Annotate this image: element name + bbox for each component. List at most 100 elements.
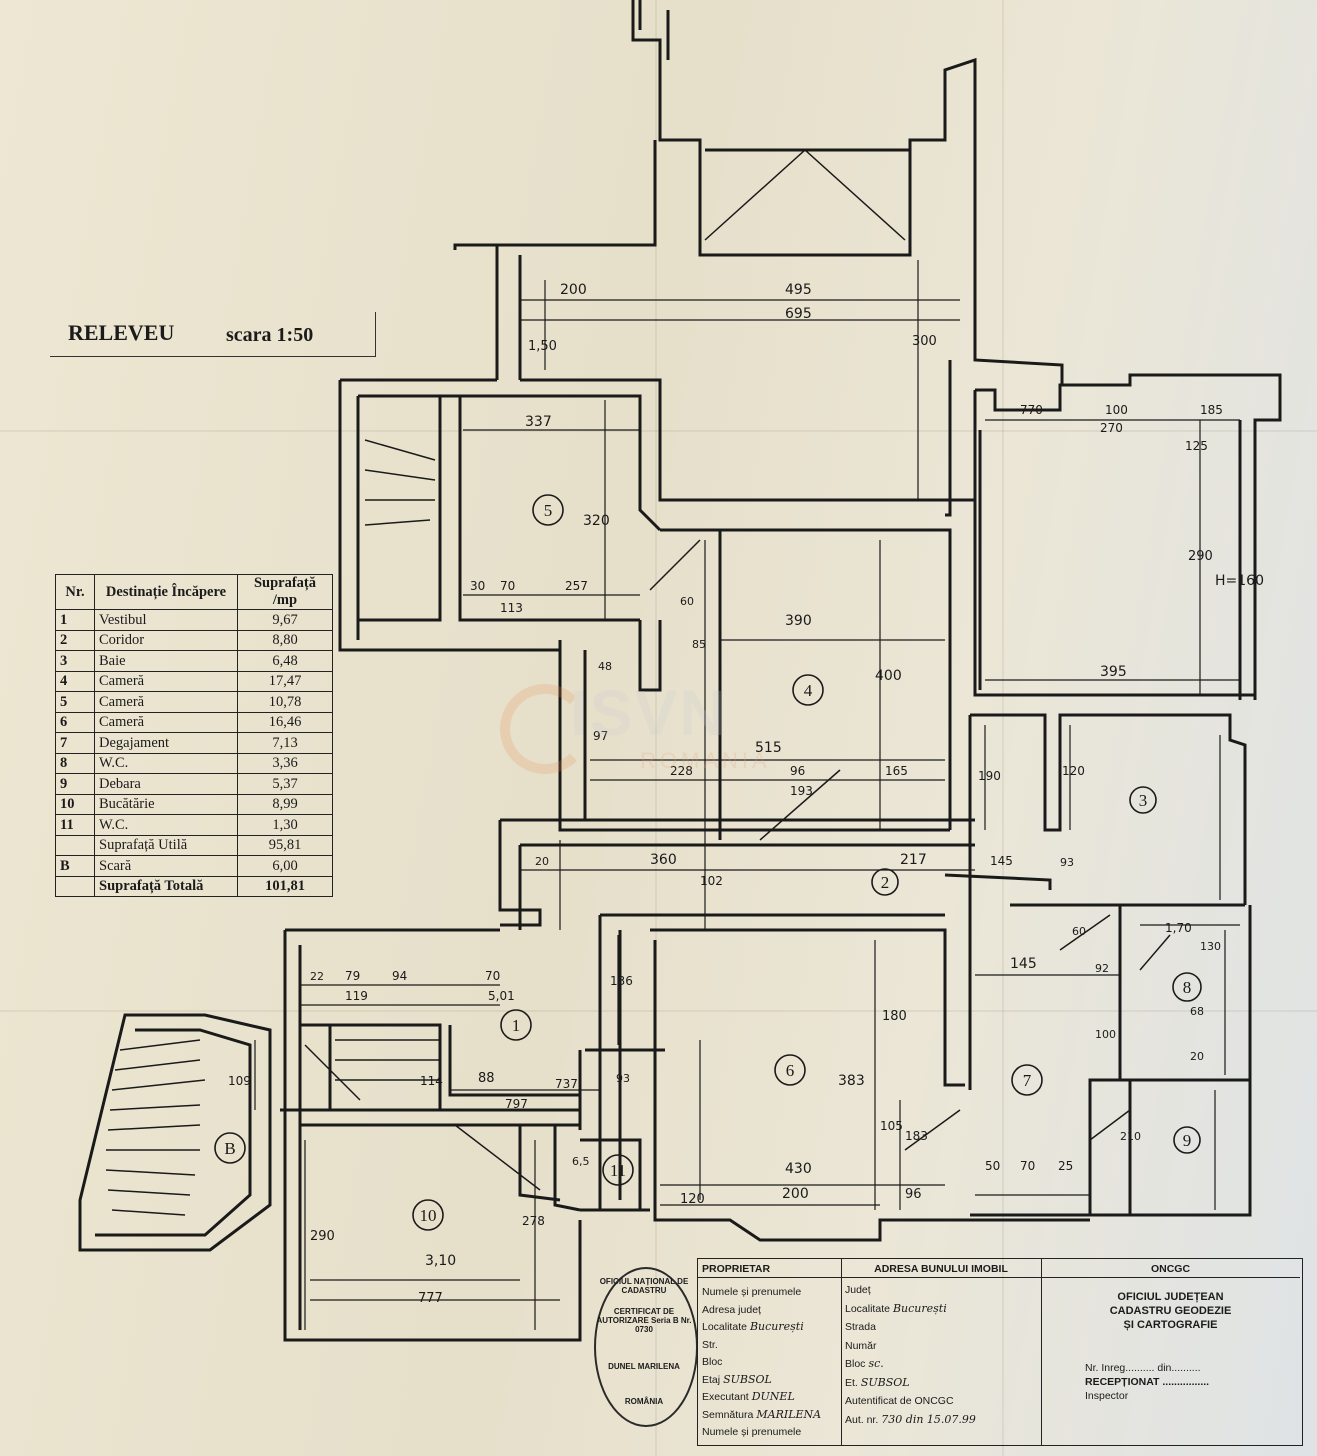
- dim-label: 165: [885, 764, 908, 778]
- dim-label: 383: [838, 1073, 865, 1089]
- info-label: Număr: [845, 1339, 877, 1352]
- stamp-text-name: DUNEL MARILENA: [608, 1362, 680, 1371]
- dim-label: 30: [470, 579, 485, 593]
- dim-label: 737: [555, 1077, 578, 1091]
- office-line-1: OFICIUL JUDEȚEAN: [1117, 1291, 1224, 1303]
- inspector-label: Inspector: [1085, 1390, 1129, 1402]
- dim-label: 125: [1185, 439, 1208, 453]
- dim-label: 290: [310, 1229, 335, 1244]
- info-label: Semnătura: [702, 1408, 754, 1421]
- room-label-5: 5: [544, 501, 553, 520]
- info-label: Etaj: [702, 1373, 721, 1386]
- dim-label: 119: [345, 989, 368, 1003]
- row-destination: W.C.: [94, 752, 238, 774]
- owner-header: PROPRIETAR: [698, 1259, 841, 1278]
- row-destination: Cameră: [94, 711, 238, 733]
- info-row: Numele și prenumele: [702, 1285, 804, 1298]
- info-label: Localitate: [702, 1321, 747, 1333]
- dim-label: 193: [790, 784, 813, 798]
- dim-label: 515: [755, 740, 782, 756]
- dim-label: 130: [1200, 940, 1221, 953]
- info-label: Str.: [702, 1338, 718, 1351]
- dim-label: 93: [1060, 856, 1074, 869]
- dim-label: 495: [785, 282, 812, 298]
- room-label-9: 9: [1183, 1131, 1192, 1150]
- info-row: Str.: [702, 1338, 721, 1351]
- dim-label: 70: [500, 579, 515, 593]
- dim-label: 270: [1100, 421, 1123, 435]
- dim-label: 190: [978, 769, 1001, 783]
- table-header-destination: Destinație Încăpere: [94, 574, 238, 610]
- dim-label: 183: [905, 1129, 928, 1143]
- table-header-area: Suprafață /mp: [237, 574, 333, 610]
- info-row: Număr: [845, 1339, 880, 1352]
- dim-label: 395: [1100, 664, 1127, 680]
- dim-label: 50: [985, 1159, 1000, 1173]
- dim-label: 1,70: [1165, 921, 1192, 935]
- dim-label: 770: [1020, 403, 1043, 417]
- room-label-2: 2: [881, 873, 890, 892]
- room-label-6: 6: [786, 1061, 795, 1080]
- dim-label: 102: [700, 874, 723, 888]
- dim-label: 79: [345, 969, 360, 983]
- info-label: Bloc: [702, 1356, 723, 1368]
- row-area: 7,13: [237, 732, 333, 754]
- dim-label: 390: [785, 613, 812, 629]
- dim-label: 60: [680, 595, 694, 608]
- info-value: București: [749, 1320, 804, 1333]
- oncgc-header: ONCGC: [1041, 1259, 1300, 1278]
- room-label-10: 10: [420, 1206, 437, 1225]
- dim-label: 60: [1072, 925, 1086, 938]
- dim-label: 695: [785, 306, 812, 322]
- info-label: Autentificat de ONCGC: [845, 1395, 954, 1407]
- info-label: Adresa județ: [702, 1303, 761, 1316]
- dim-label: H=160: [1215, 573, 1264, 589]
- dim-label: 70: [1020, 1159, 1035, 1173]
- info-row: Et.SUBSOL: [845, 1376, 910, 1389]
- dim-label: 360: [650, 852, 677, 868]
- room-label-11: 11: [610, 1161, 626, 1180]
- dim-label: 22: [310, 970, 324, 983]
- dim-label: 136: [610, 974, 633, 988]
- info-label: Numele și prenumele: [702, 1426, 802, 1438]
- dim-label: 114: [420, 1074, 443, 1088]
- stair-treads: [105, 439, 440, 1216]
- dim-label: 228: [670, 764, 693, 778]
- row-area: 17,47: [237, 670, 333, 692]
- room-label-3: 3: [1139, 791, 1148, 810]
- row-destination: Suprafață Totală: [94, 875, 238, 897]
- dim-label: 200: [782, 1186, 809, 1202]
- info-label: Județ: [845, 1284, 871, 1296]
- dim-label: 210: [1120, 1130, 1141, 1143]
- row-area: 1,30: [237, 814, 333, 836]
- info-label: Aut. nr.: [845, 1413, 879, 1426]
- dim-label: 797: [505, 1097, 528, 1111]
- dimension-numbers: 200 495 695 1,50 300 337 320 30 70 257 1…: [228, 282, 1264, 1306]
- stamp-text-outer: OFICIUL NAȚIONAL DE CADASTRU: [599, 1277, 689, 1295]
- room-label-1: 1: [512, 1016, 521, 1035]
- received-label: RECEPȚIONAT ................: [1085, 1376, 1210, 1388]
- info-value: 730 din 15.07.99: [881, 1412, 976, 1426]
- dim-label: 400: [875, 668, 902, 684]
- stamp-text-inner: CERTIFICAT DE AUTORIZARE Seria B Nr. 073…: [596, 1307, 692, 1334]
- dim-label: 5,01: [488, 989, 515, 1003]
- row-destination: W.C.: [94, 814, 238, 836]
- office-line-2: CADASTRU GEODEZIE: [1109, 1305, 1232, 1317]
- stamp-text-bottom: ROMÂNIA: [624, 1397, 664, 1406]
- dim-label: 6,5: [572, 1155, 590, 1168]
- dim-label: 300: [912, 334, 937, 349]
- room-label-B: B: [224, 1139, 235, 1158]
